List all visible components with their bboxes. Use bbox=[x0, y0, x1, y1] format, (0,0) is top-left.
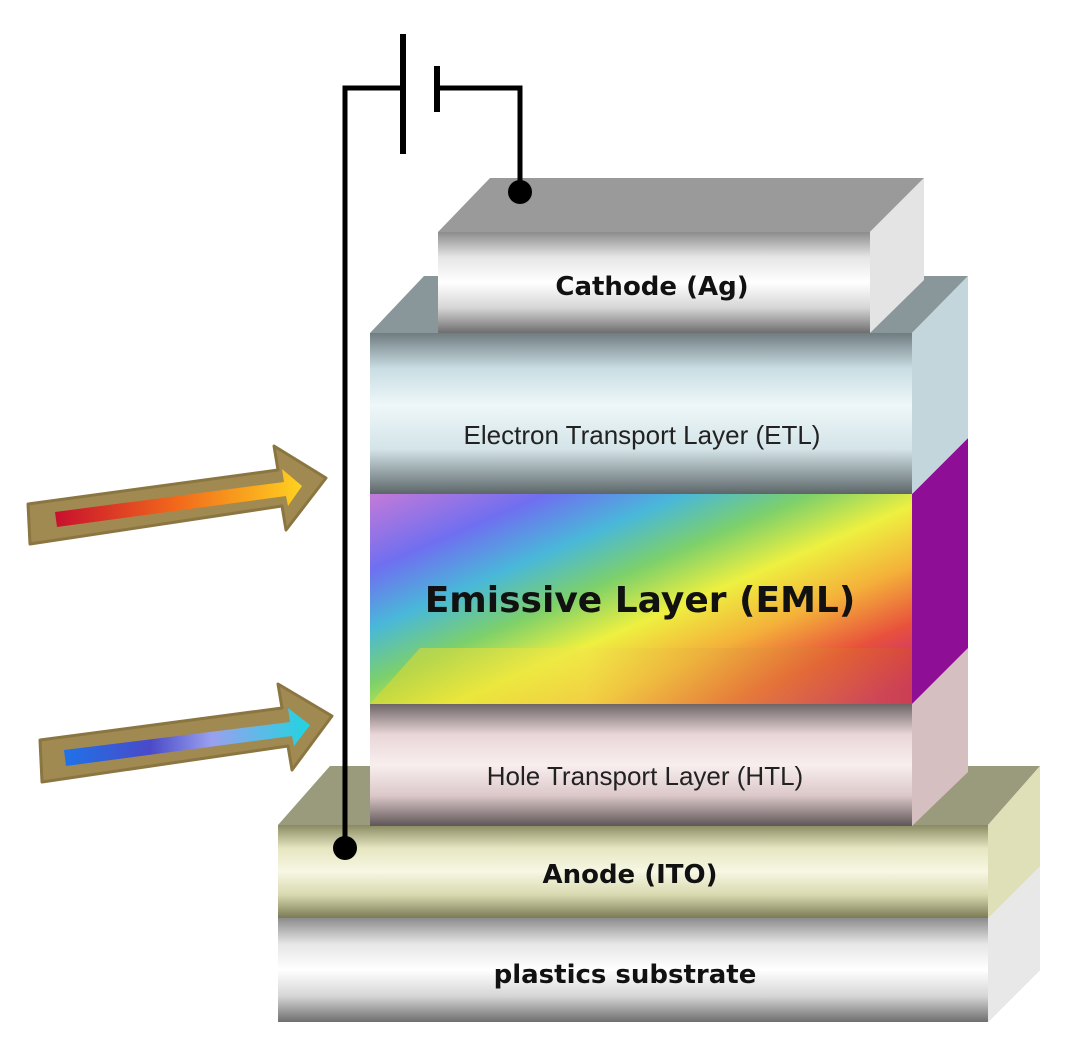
circuit-wiring bbox=[342, 85, 523, 848]
battery-icon bbox=[400, 34, 440, 154]
anode-contact-dot bbox=[333, 836, 357, 860]
cathode-layer: Cathode (Ag) bbox=[438, 178, 924, 333]
hole-injection-arrow-icon bbox=[38, 682, 334, 784]
eml-label: Emissive Layer (EML) bbox=[425, 580, 856, 621]
anode-label: Anode (ITO) bbox=[542, 860, 717, 890]
htl-label: Hole Transport Layer (HTL) bbox=[487, 761, 803, 791]
etl-label: Electron Transport Layer (ETL) bbox=[464, 420, 821, 450]
cathode-label: Cathode (Ag) bbox=[555, 272, 748, 302]
cathode-contact-dot bbox=[508, 180, 532, 204]
eml-layer: Emissive Layer (EML) bbox=[370, 438, 968, 704]
electron-injection-arrow-icon bbox=[26, 444, 328, 546]
htl-layer: Hole Transport Layer (HTL) bbox=[370, 648, 968, 826]
substrate-layer: plastics substrate bbox=[278, 866, 1040, 1022]
substrate-label: plastics substrate bbox=[494, 960, 757, 990]
